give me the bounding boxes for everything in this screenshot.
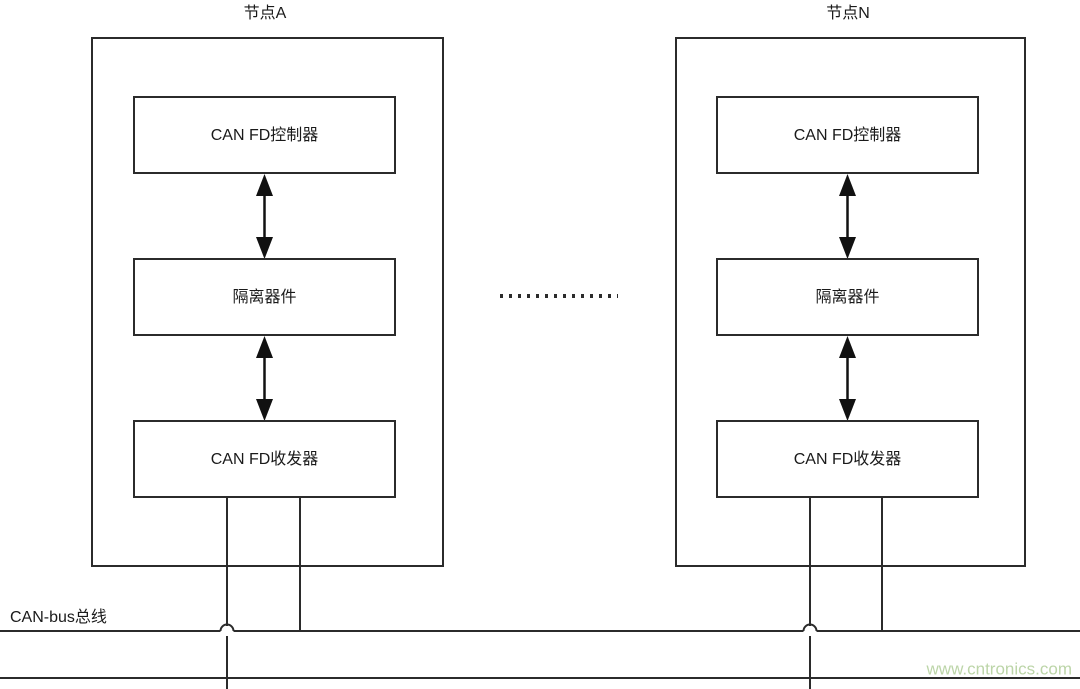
node-n-arrow-isolator-transceiver	[839, 336, 856, 421]
node-n-controller-label: CAN FD控制器	[794, 126, 902, 144]
node-a-transceiver-box	[133, 420, 396, 498]
node-n-arrow-controller-isolator	[839, 174, 856, 259]
node-a-controller-label: CAN FD控制器	[211, 126, 319, 144]
node-a-transceiver-label: CAN FD收发器	[211, 450, 319, 468]
node-n-title: 节点N	[826, 4, 870, 22]
node-n-isolator-label: 隔离器件	[815, 288, 879, 306]
node-n-transceiver-label: CAN FD收发器	[794, 450, 902, 468]
node-a-controller-box	[133, 96, 396, 174]
node-n-transceiver-box	[716, 420, 979, 498]
node-a-group: 节点A CAN FD控制器 隔离器件 CAN FD收发器	[91, 4, 444, 689]
node-a-arrow-isolator-transceiver	[256, 336, 273, 421]
node-a-arrow-controller-isolator	[256, 174, 273, 259]
bus-label: CAN-bus总线	[10, 608, 107, 626]
node-n-wire-hop-arc	[802, 623, 818, 632]
node-a-isolator-box	[133, 258, 396, 336]
node-a-wire-hop-arc	[219, 623, 235, 632]
node-n-controller-box	[716, 96, 979, 174]
node-a-isolator-label: 隔离器件	[232, 288, 296, 306]
node-a-title: 节点A	[244, 4, 287, 22]
node-n-group: 节点N CAN FD控制器 隔离器件 CAN FD收发器	[675, 4, 1026, 689]
watermark: www.cntronics.com	[926, 659, 1072, 678]
node-n-isolator-box	[716, 258, 979, 336]
